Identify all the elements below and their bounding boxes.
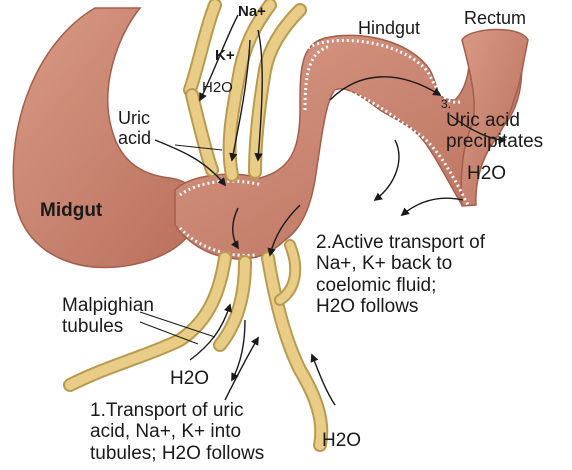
label-rectum: Rectum xyxy=(464,8,526,28)
label-na: Na+ xyxy=(238,4,266,21)
label-h2o-bottom: H2O xyxy=(322,430,361,451)
label-step1: 1.Transport of uric acid, Na+, K+ into t… xyxy=(90,400,264,464)
label-h2o-top: H2O xyxy=(202,80,233,97)
label-h2o-rectum: H2O xyxy=(467,163,506,184)
label-step2: 2.Active transport of Na+, K+ back to co… xyxy=(316,232,485,317)
label-midgut: Midgut xyxy=(40,200,102,221)
label-hindgut: Hindgut xyxy=(358,18,420,38)
label-malpighian-tubules: Malpighian tubules xyxy=(62,295,154,338)
label-k: K+ xyxy=(215,48,235,65)
label-uric-acid: Uric acid xyxy=(118,108,151,148)
label-uric-precipitates: Uric acid precipitates xyxy=(446,110,543,153)
label-h2o-left: H2O xyxy=(170,368,209,389)
